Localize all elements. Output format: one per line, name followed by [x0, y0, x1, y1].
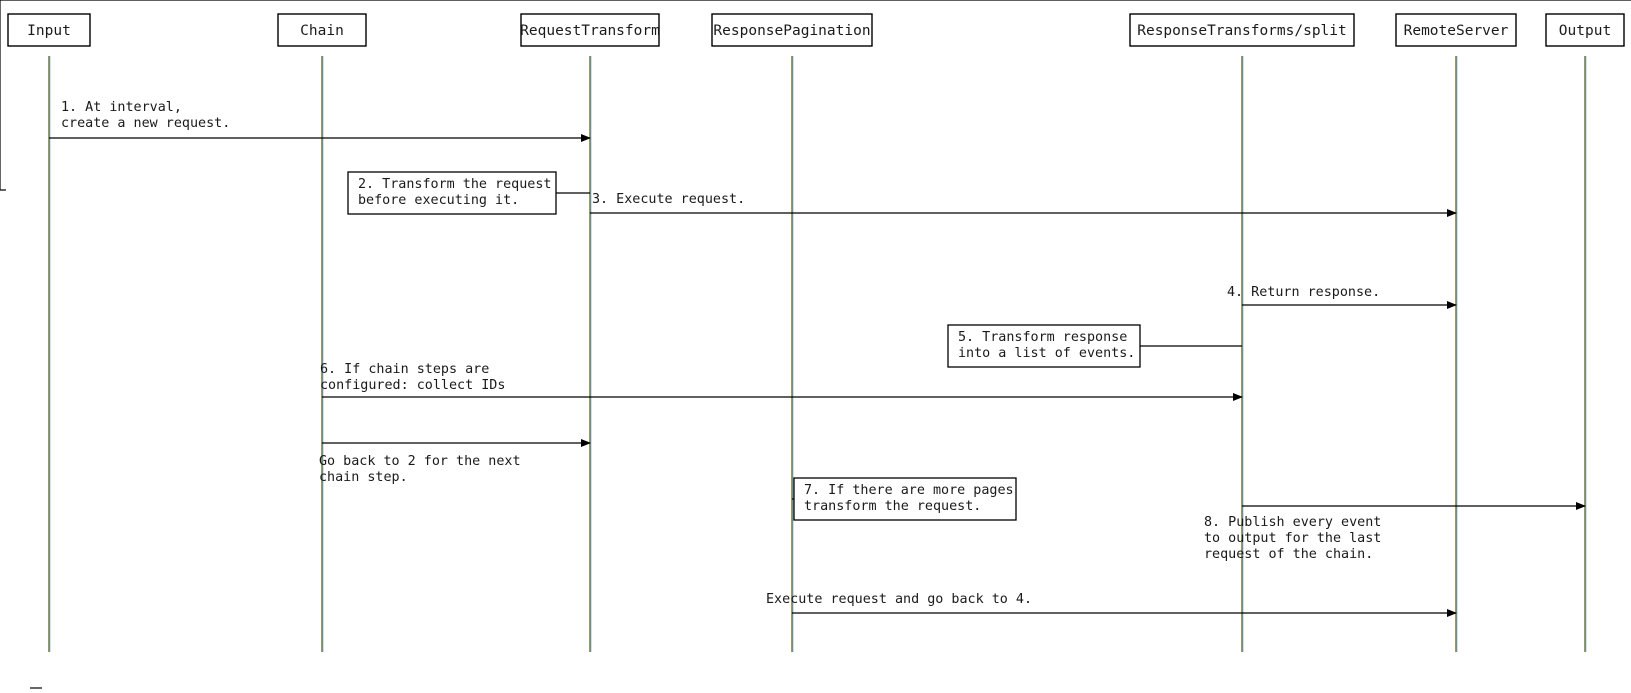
participant-respPage[interactable]: ResponsePagination	[711, 13, 873, 47]
message-label-4-line0: 4. Return response.	[1227, 285, 1380, 300]
message-label-6-line1: configured: collect IDs	[320, 378, 505, 393]
message-3[interactable]: 3. Execute request.	[590, 192, 1457, 217]
message-label-1-line0: 1. At interval,	[61, 100, 182, 115]
note-box-2	[347, 171, 557, 215]
participant-reqxform[interactable]: RequestTransform	[520, 13, 660, 47]
message-label-8-line0: 8. Publish every event	[1204, 515, 1381, 530]
message-1[interactable]: 1. At interval,create a new request.	[49, 100, 591, 142]
participant-box-remote	[1395, 13, 1517, 47]
participant-box-input	[7, 13, 91, 47]
note-text-5-line0: 5. Transform response	[958, 330, 1127, 345]
participant-label-input: Input	[27, 23, 71, 39]
participant-label-chain: Chain	[300, 23, 344, 39]
note-text-5-line1: into a list of events.	[958, 346, 1135, 361]
participant-label-respPage: ResponsePagination	[713, 23, 870, 39]
participant-chain[interactable]: Chain	[277, 13, 367, 47]
message-label-6-line0: 6. If chain steps are	[320, 362, 489, 377]
message-label-8-line1: to output for the last	[1204, 531, 1381, 546]
note-box-7	[793, 477, 1017, 521]
note-text-7-line1: transform the request.	[804, 499, 981, 514]
participant-label-remote: RemoteServer	[1404, 23, 1509, 39]
message-label-1-line1: create a new request.	[61, 116, 230, 131]
participant-boxes-layer: Input Chain RequestTransform ResponsePagina…	[7, 13, 1625, 47]
message-label-x6-line0: Execute request and go back to 4.	[766, 592, 1032, 607]
participant-box-respPage	[711, 13, 873, 47]
message-label-3-line0: 3. Execute request.	[592, 192, 745, 207]
note-text-2-line0: 2. Transform the request	[358, 177, 551, 192]
participant-label-respXform: ResponseTransforms/split	[1137, 23, 1347, 39]
participant-box-reqxform	[520, 13, 660, 47]
participant-output[interactable]: Output	[1545, 13, 1625, 47]
message-label-8-line2: request of the chain.	[1204, 547, 1373, 562]
participant-box-respXform	[1129, 13, 1355, 47]
message-label-x4-line1: chain step.	[319, 470, 408, 485]
participant-label-reqxform: RequestTransform	[520, 23, 660, 39]
participant-input[interactable]: Input	[7, 13, 91, 47]
participant-box-output	[1545, 13, 1625, 47]
message-x6[interactable]: Execute request and go back to 4.	[766, 592, 1457, 617]
message-label-x4-line0: Go back to 2 for the next	[319, 454, 521, 469]
lifelines-layer	[48, 56, 1587, 652]
participant-remote[interactable]: RemoteServer	[1395, 13, 1517, 47]
participant-label-output: Output	[1559, 23, 1611, 39]
participant-respXform[interactable]: ResponseTransforms/split	[1129, 13, 1355, 47]
note-box-5	[947, 324, 1141, 368]
note-text-2-line1: before executing it.	[358, 193, 519, 208]
messages-layer: 1. At interval,create a new request. 3. E…	[49, 100, 1586, 617]
message-4[interactable]: 4. Return response.	[1227, 285, 1457, 309]
note-text-7-line0: 7. If there are more pages	[804, 483, 1014, 498]
participant-box-chain	[277, 13, 367, 47]
